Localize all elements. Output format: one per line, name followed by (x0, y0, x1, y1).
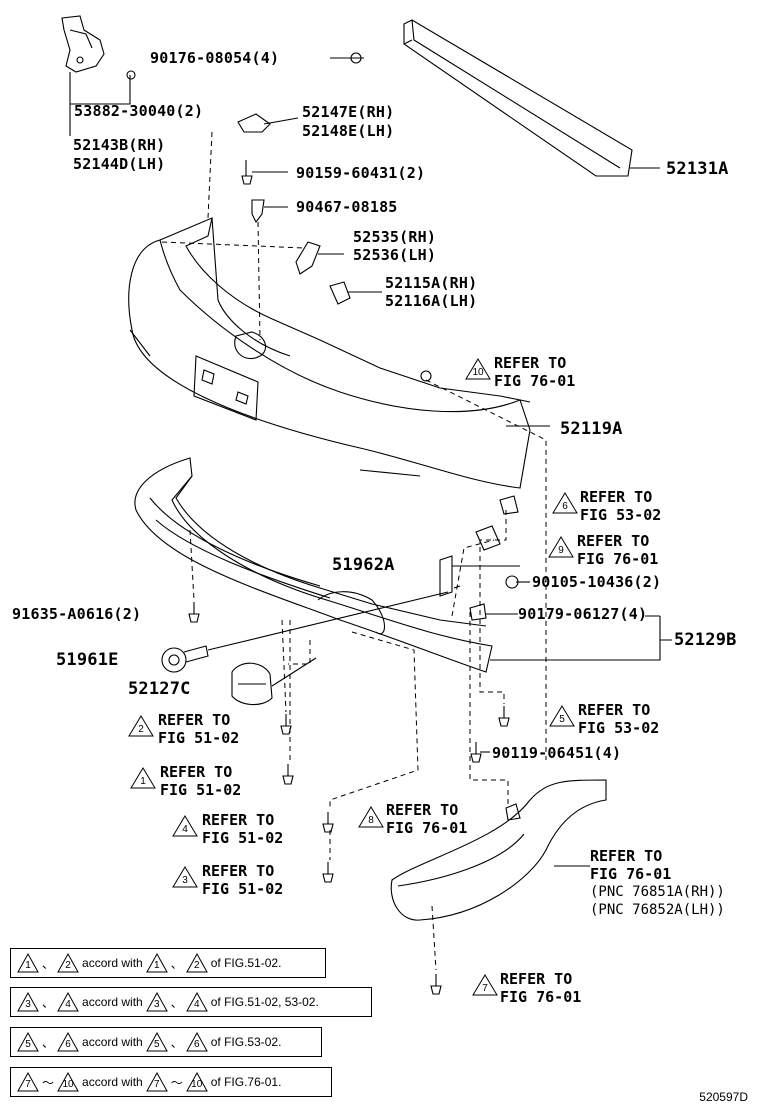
note-triangle: 3 (17, 992, 39, 1012)
note-box: 3 、 4 accord with 3 、 4 of FIG.51-02, 53… (10, 987, 372, 1017)
part-label-90159-60431: 90159-60431(2) (296, 164, 426, 182)
note-triangle: 2 (185, 953, 208, 973)
reference-triangle-5: 5 (549, 705, 575, 727)
screw-91635-drawing (188, 602, 200, 623)
note-triangle: 7 (17, 1072, 39, 1092)
reinforcement-52131a-drawing (350, 19, 633, 177)
note-text: of FIG.53-02. (210, 1035, 282, 1049)
lower-bumper-52129b-drawing (134, 457, 493, 673)
note-triangle: 1 (17, 953, 39, 973)
note-separator: 、 (170, 995, 183, 1010)
part-label-52129b: 52129B (674, 630, 737, 650)
part-label-52144d: 52144D(LH) (73, 155, 166, 173)
part-label-90467-08185: 90467-08185 (296, 198, 398, 216)
part-label-52535: 52535(RH) (353, 228, 437, 246)
note-separator: 、 (170, 956, 183, 971)
note-separator: 、 (170, 1035, 183, 1050)
reference-text-spoiler: REFER TO FIG 76-01 (PNC 76851A(RH)) (PNC… (590, 847, 725, 918)
note-separator: 、 (42, 1035, 55, 1050)
note-triangle: 4 (57, 992, 79, 1012)
bracket-52535-drawing (295, 241, 321, 275)
bumper-cover-52119a-drawing (128, 217, 531, 489)
clip-6-drawing (499, 495, 519, 515)
note-text: accord with (82, 956, 143, 970)
note-box: 1 、 2 accord with 1 、 2 of FIG.51-02. (10, 948, 326, 978)
note-text: accord with (82, 1035, 143, 1049)
note-triangle: 5 (145, 1032, 168, 1052)
part-label-52148e: 52148E(LH) (302, 122, 395, 140)
note-text: of FIG.51-02, 53-02. (210, 995, 319, 1009)
part-label-52115a: 52115A(RH) (385, 274, 478, 292)
reference-triangle-8: 8 (358, 806, 384, 828)
nut-90179-drawing (469, 603, 487, 621)
part-label-52131a: 52131A (666, 159, 729, 179)
note-triangle: 5 (17, 1032, 39, 1052)
part-label-52116a: 52116A(LH) (385, 292, 478, 310)
part-label-90119-06451: 90119-06451(4) (492, 744, 622, 762)
drawing-code: 520597D (699, 1090, 748, 1104)
reference-triangle-4: 4 (172, 815, 198, 837)
note-triangle: 2 (57, 953, 79, 973)
note-triangle: 10 (57, 1072, 79, 1092)
retainer-52147e-drawing (237, 113, 271, 133)
note-box: 7 〜 10 accord with 7 〜 10 of FIG.76-01. (10, 1067, 332, 1097)
part-label-52147e: 52147E(RH) (302, 103, 395, 121)
bracket-51962a-drawing (439, 555, 453, 597)
part-label-91635-a0616: 91635-A0616(2) (12, 605, 142, 623)
part-label-52119a: 52119A (560, 419, 623, 439)
cover-52127c-drawing (231, 662, 273, 706)
note-separator: 、 (42, 956, 55, 971)
reference-triangle-9: 9 (548, 536, 574, 558)
part-label-90105-10436: 90105-10436(2) (532, 573, 662, 591)
reference-triangle-10: 10 (465, 358, 491, 380)
part-label-52536: 52536(LH) (353, 246, 437, 264)
part-label-51962a: 51962A (332, 555, 395, 575)
reference-triangle-6: 6 (552, 492, 578, 514)
note-triangle: 6 (185, 1032, 208, 1052)
note-box: 5 、 6 accord with 5 、 6 of FIG.53-02. (10, 1027, 322, 1057)
note-text: accord with (82, 1075, 143, 1089)
towing-hook-51961e-drawing (161, 645, 209, 673)
note-text: of FIG.51-02. (210, 956, 282, 970)
note-separator: 、 (42, 995, 55, 1010)
note-separator: 〜 (170, 1075, 183, 1090)
note-triangle: 7 (145, 1072, 168, 1092)
note-triangle: 1 (145, 953, 168, 973)
bracket-52143b-drawing (61, 15, 136, 80)
note-triangle: 3 (145, 992, 168, 1012)
spoiler-drawing (390, 779, 607, 921)
retainer-52115a-drawing (329, 281, 351, 305)
part-label-51961e: 51961E (56, 650, 119, 670)
clip-9-drawing (475, 525, 501, 551)
part-label-90179-06127: 90179-06127(4) (518, 605, 648, 623)
note-triangle: 10 (185, 1072, 208, 1092)
part-label-52143b: 52143B(RH) (73, 136, 166, 154)
note-triangle: 4 (185, 992, 208, 1012)
note-triangle: 6 (57, 1032, 79, 1052)
screw-90119-drawing (470, 742, 482, 763)
reference-triangle-1: 1 (130, 767, 156, 789)
part-label-53882-30040: 53882-30040(2) (74, 102, 204, 120)
reference-triangle-3: 3 (172, 866, 198, 888)
part-label-90176-08054: 90176-08054(4) (150, 49, 280, 67)
reference-triangle-7: 7 (472, 974, 498, 996)
clip-90467-drawing (251, 199, 265, 224)
note-separator: 〜 (42, 1075, 55, 1090)
part-label-52127c: 52127C (128, 679, 191, 699)
screw-90159-drawing (241, 160, 253, 185)
note-text: accord with (82, 995, 143, 1009)
reference-triangle-2: 2 (128, 715, 154, 737)
note-text: of FIG.76-01. (210, 1075, 282, 1089)
